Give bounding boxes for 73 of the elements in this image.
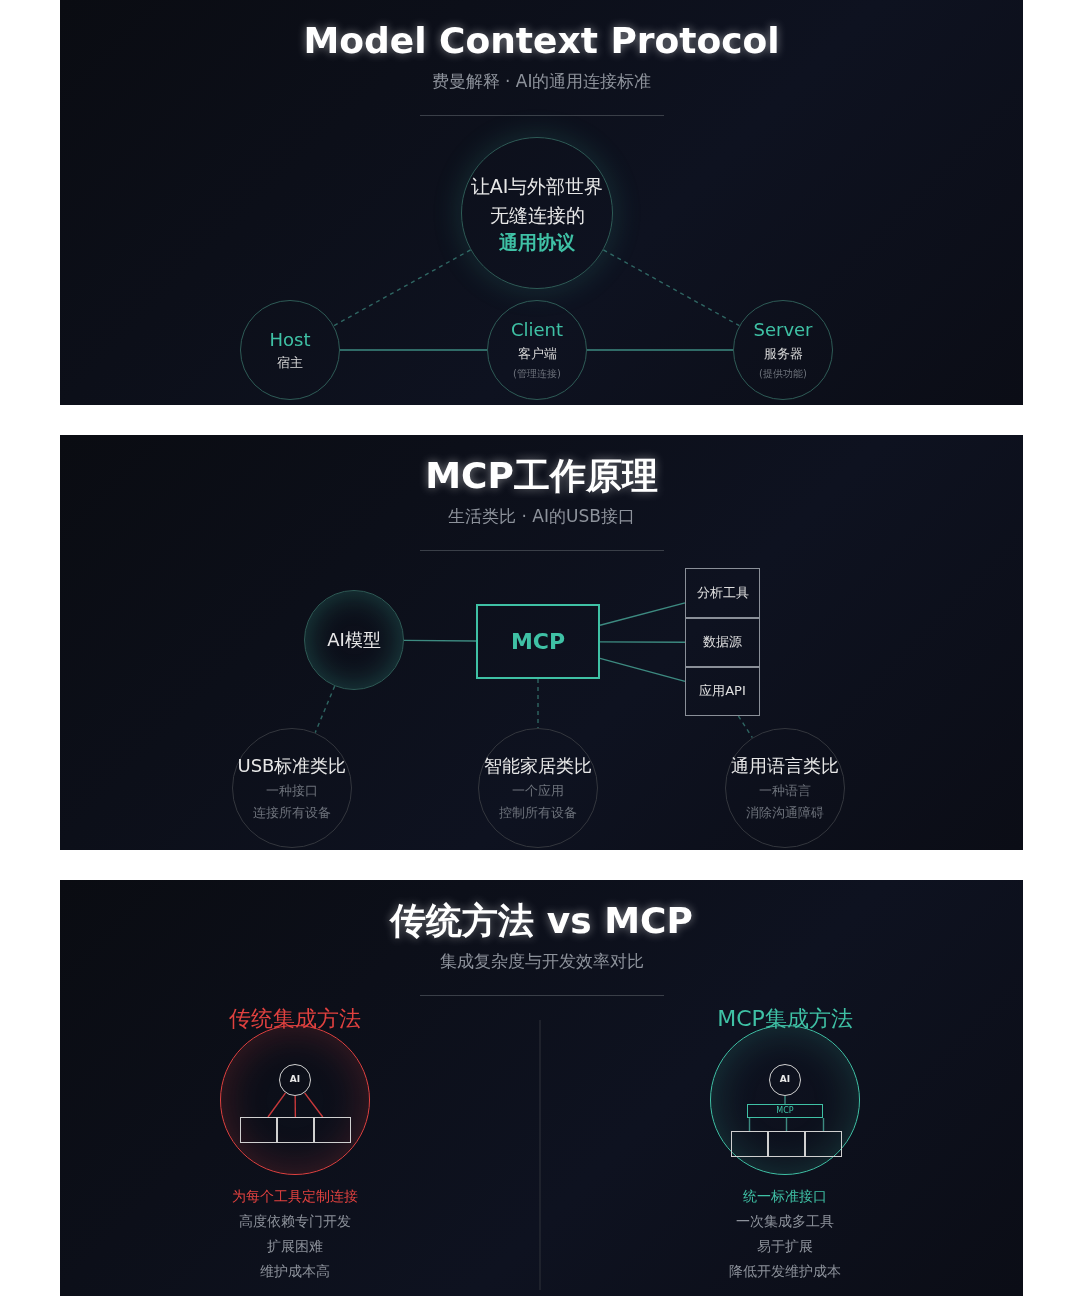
role-label: 宿主 bbox=[277, 355, 303, 372]
analogy-title: 通用语言类比 bbox=[731, 754, 839, 777]
connector-line bbox=[403, 639, 477, 642]
highlight-text: 统一标准接口 bbox=[742, 1188, 828, 1206]
tool-box bbox=[314, 1117, 351, 1143]
connector-line bbox=[303, 1092, 324, 1118]
panel-background bbox=[60, 880, 1023, 1296]
node-label: 通用协议 bbox=[499, 230, 575, 255]
node-label: MCP bbox=[510, 627, 566, 656]
connector-line bbox=[537, 678, 539, 729]
connector-line bbox=[737, 715, 754, 739]
analogy-text: 消除沟通障碍 bbox=[746, 805, 824, 822]
connector-line bbox=[599, 657, 686, 683]
point-text: 降低开发维护成本 bbox=[728, 1263, 842, 1281]
connector-line bbox=[784, 1095, 786, 1105]
connector-line bbox=[294, 1095, 297, 1118]
panel-title: 传统方法 vs MCP bbox=[390, 899, 693, 943]
mcp-box bbox=[476, 604, 600, 679]
connector-line bbox=[339, 349, 488, 351]
panel-title: Model Context Protocol bbox=[303, 19, 780, 63]
role-name: Server bbox=[753, 319, 813, 342]
node-label: 应用API bbox=[699, 683, 746, 700]
role-label: 客户端 bbox=[517, 345, 557, 363]
panel-subtitle: 费曼解释 · AI的通用连接标准 bbox=[431, 71, 652, 93]
connector-line bbox=[267, 1092, 287, 1118]
connector-line bbox=[599, 641, 686, 643]
point-text: 高度依赖专门开发 bbox=[238, 1213, 352, 1231]
node-label: 让AI与外部世界无缝连接的 bbox=[469, 173, 605, 229]
node-label: 分析工具 bbox=[696, 584, 749, 602]
role-label: 服务器 bbox=[763, 345, 803, 363]
node-label: 数据源 bbox=[703, 634, 742, 651]
tool-box bbox=[768, 1131, 805, 1157]
tool-box bbox=[805, 1131, 842, 1157]
tool-box bbox=[731, 1131, 768, 1157]
node-label: AI bbox=[779, 1074, 791, 1086]
role-name: Client bbox=[510, 319, 564, 342]
connector-line bbox=[785, 1117, 788, 1132]
connector-line bbox=[822, 1117, 825, 1132]
connector-line bbox=[314, 685, 336, 734]
tool-box bbox=[685, 667, 760, 716]
analogy-title: 智能家居类比 bbox=[484, 754, 592, 777]
point-text: 维护成本高 bbox=[259, 1263, 331, 1281]
point-text: 易于扩展 bbox=[756, 1238, 814, 1256]
role-name: Host bbox=[269, 328, 311, 352]
connector-line bbox=[599, 602, 686, 626]
analogy-text: 控制所有设备 bbox=[499, 805, 577, 822]
point-text: 一次集成多工具 bbox=[735, 1213, 835, 1231]
connector-line bbox=[602, 249, 741, 327]
panel-subtitle: 生活类比 · AI的USB接口 bbox=[448, 506, 635, 528]
node-label: AI bbox=[289, 1074, 301, 1086]
analogy-circle bbox=[478, 728, 598, 848]
panel-title: MCP工作原理 bbox=[425, 454, 658, 498]
panel-background bbox=[60, 435, 1023, 850]
mcp-bar bbox=[747, 1104, 823, 1118]
highlight-text: 为每个工具定制连接 bbox=[231, 1188, 359, 1206]
connector-line bbox=[333, 249, 472, 327]
tool-box bbox=[240, 1117, 277, 1143]
analogy-text: 连接所有设备 bbox=[253, 805, 331, 822]
connector-line bbox=[748, 1117, 751, 1132]
point-text: 扩展困难 bbox=[266, 1238, 324, 1256]
role-note: (管理连接) bbox=[513, 368, 561, 381]
connector-line bbox=[586, 349, 734, 351]
node-label: AI模型 bbox=[327, 628, 381, 652]
tool-box bbox=[685, 568, 760, 618]
panel-subtitle: 集成复杂度与开发效率对比 bbox=[439, 951, 644, 973]
method-heading: MCP集成方法 bbox=[717, 1005, 853, 1033]
method-heading: 传统集成方法 bbox=[229, 1005, 361, 1033]
tool-box bbox=[685, 618, 760, 667]
tool-box bbox=[277, 1117, 314, 1143]
node-label: MCP bbox=[776, 1106, 794, 1116]
panel-background bbox=[60, 0, 1023, 405]
analogy-title: USB标准类比 bbox=[237, 754, 347, 777]
role-note: (提供功能) bbox=[759, 368, 807, 381]
